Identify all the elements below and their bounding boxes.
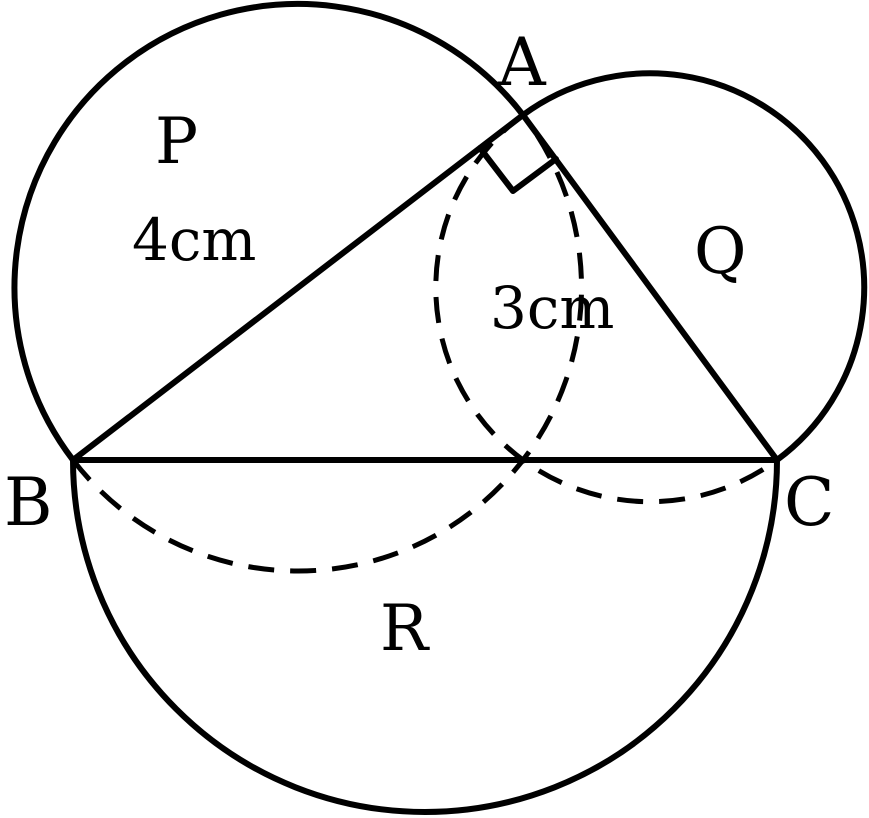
length-label-ab: 4cm	[132, 206, 256, 274]
length-label-ac: 3cm	[490, 274, 614, 342]
semicircle-r-arc	[70, 457, 780, 815]
region-label-p: P	[155, 105, 198, 179]
dashed-arc-ac	[433, 112, 779, 505]
vertex-label-a: A	[497, 24, 547, 101]
vertex-label-b: B	[4, 464, 53, 541]
right-angle-marker	[477, 145, 559, 194]
region-label-r: R	[380, 592, 430, 666]
side-ab	[70, 112, 526, 463]
vertex-label-c: C	[784, 464, 835, 541]
side-ac	[520, 112, 780, 463]
region-label-q: Q	[694, 215, 746, 289]
semicircle-q-arc	[520, 70, 868, 463]
semicircle-p-arc	[11, 1, 526, 463]
dashed-arc-ab	[71, 113, 584, 574]
